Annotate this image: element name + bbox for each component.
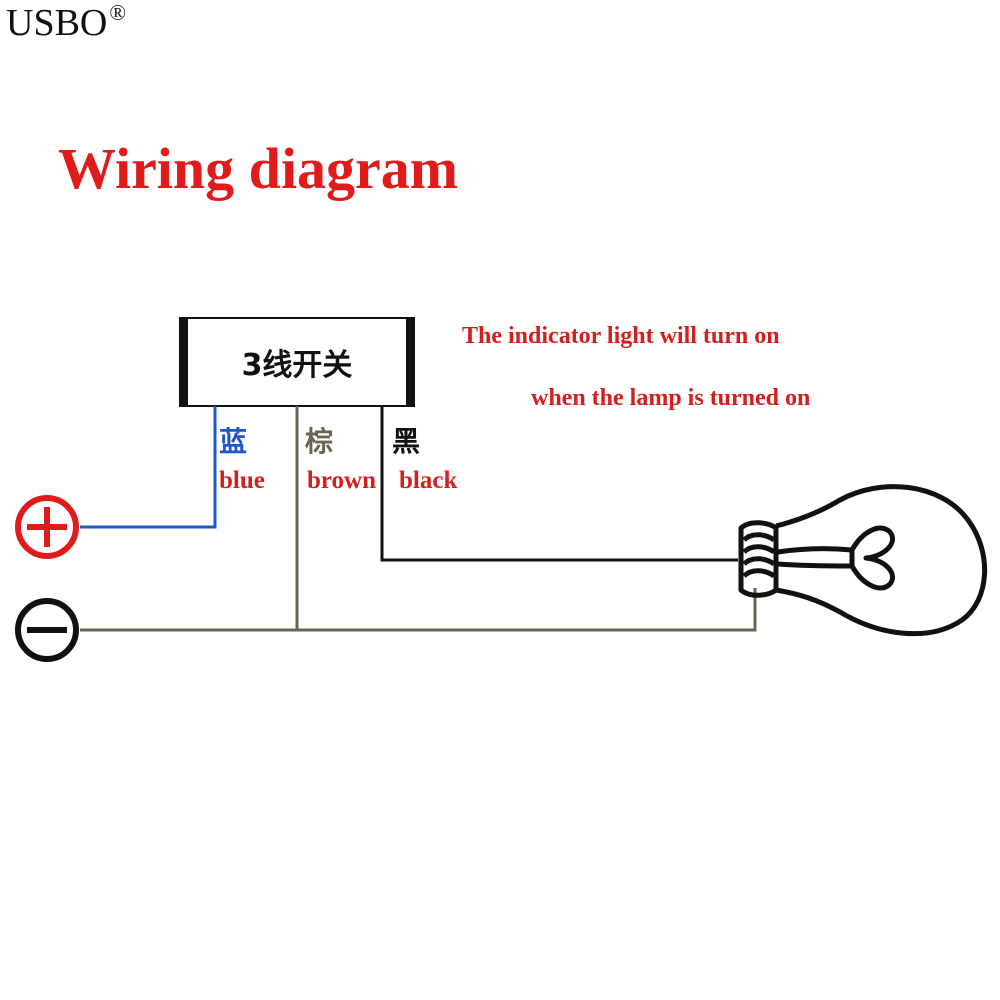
brown-wire-label-cn: 棕 <box>305 425 334 458</box>
negative-rail <box>80 588 757 632</box>
three-wire-switch <box>179 317 415 407</box>
registered-mark: ® <box>109 0 127 25</box>
minus-circle-icon <box>15 598 79 662</box>
note-line-1: The indicator light will turn on <box>462 323 780 349</box>
plus-circle-icon <box>15 495 79 559</box>
black-wire-label-cn: 黑 <box>392 425 421 458</box>
blue-wire <box>80 406 217 529</box>
brand-logo: USBO® <box>6 2 126 44</box>
black-wire-label-en: black <box>399 467 458 494</box>
note-line-2: when the lamp is turned on <box>531 385 811 411</box>
brand-name: USBO <box>6 2 108 44</box>
brown-wire-label-en: brown <box>307 467 377 494</box>
page-title: Wiring diagram <box>58 136 459 201</box>
blue-wire-label-cn: 蓝 <box>219 425 248 458</box>
switch-label: 3线开关 <box>241 348 353 383</box>
light-bulb-icon <box>738 484 987 637</box>
black-wire <box>380 406 738 562</box>
blue-wire-label-en: blue <box>219 467 265 494</box>
